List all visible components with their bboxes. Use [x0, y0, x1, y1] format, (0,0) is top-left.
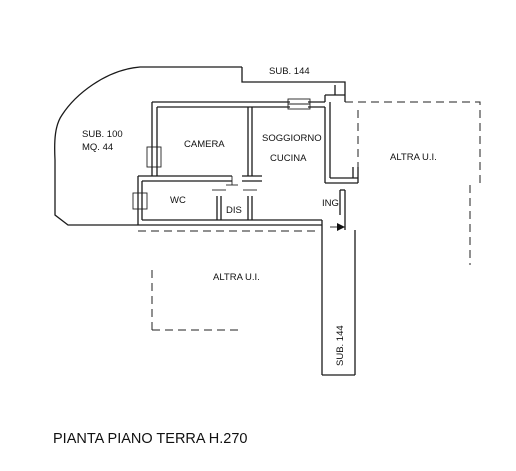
label-sub144-top: SUB. 144	[269, 66, 310, 77]
label-camera: CAMERA	[184, 139, 225, 150]
label-ing: ING	[322, 198, 339, 209]
top-boundary	[241, 67, 346, 95]
vertical-corridor	[321, 225, 356, 376]
label-cucina: CUCINA	[270, 153, 307, 164]
label-altra-bottom: ALTRA U.I.	[213, 272, 260, 283]
apartment-walls	[132, 94, 359, 230]
label-sub100: SUB. 100	[82, 129, 123, 140]
plan-title: PIANTA PIANO TERRA H.270	[53, 431, 247, 447]
label-altra-right: ALTRA U.I.	[390, 152, 437, 163]
label-sub144-vertical: SUB. 144	[335, 325, 346, 366]
bottom-unit-outline	[138, 230, 320, 331]
entrance-arrow	[330, 223, 345, 231]
label-wc: WC	[170, 195, 186, 206]
courtyard-outline	[54, 66, 242, 226]
right-unit-outline	[344, 95, 481, 265]
label-soggiorno: SOGGIORNO	[262, 133, 322, 144]
label-dis: DIS	[226, 205, 242, 216]
label-mq44: MQ. 44	[82, 142, 113, 153]
